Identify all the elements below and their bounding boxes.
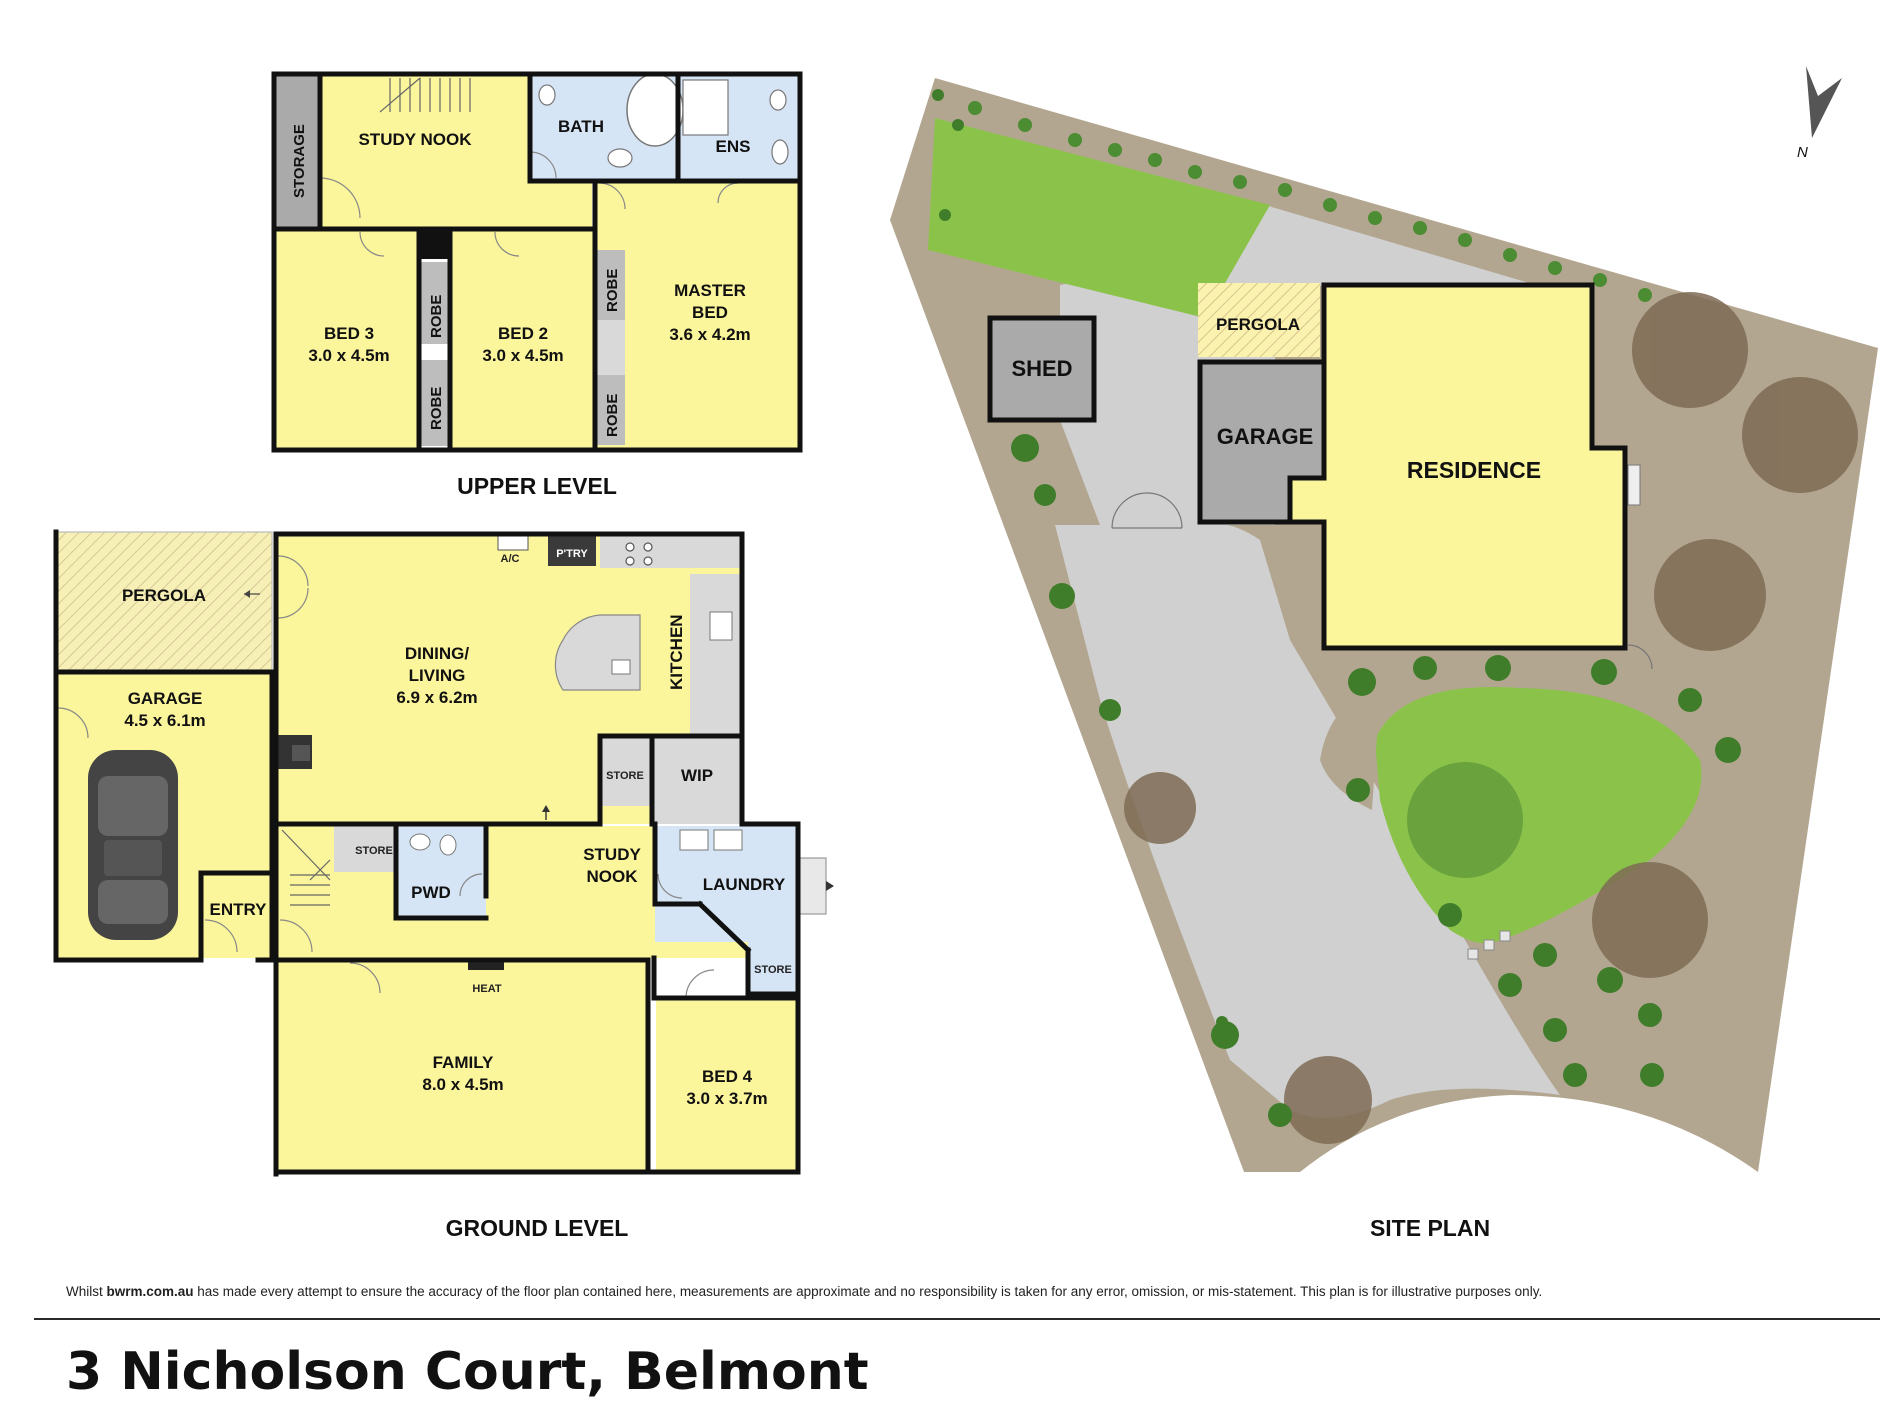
upper-master-room [597,181,798,448]
ground-pantry-label: P'TRY [556,548,588,560]
upper-master-label-2: BED [692,303,728,322]
north-label: N [1797,144,1808,161]
ground-study-label-2: NOOK [587,867,639,886]
ground-bed4-room [656,1000,798,1172]
ground-garage-size: 4.5 x 6.1m [124,711,205,730]
ground-ac-label: A/C [501,553,520,565]
ground-wip-label: WIP [681,766,713,785]
site-lawn-top [928,118,1270,318]
upper-robe-c-label: ROBE [604,269,621,312]
ground-dining-size: 6.9 x 6.2m [396,688,477,707]
site-garage-label: GARAGE [1217,424,1314,449]
ground-store-kitchen [602,738,650,806]
disclaimer-rest: has made every attempt to ensure the acc… [193,1284,1543,1299]
upper-storage-room [276,75,320,227]
upper-bed2-label: BED 2 [498,324,548,343]
property-address: 3 Nicholson Court, Belmont [66,1342,869,1402]
upper-level-heading: UPPER LEVEL [457,473,617,499]
disclaimer-site-link[interactable]: bwrm.com.au [106,1284,194,1299]
ground-pergola-label: PERGOLA [122,586,206,605]
car-icon [88,750,178,940]
ground-level-heading: GROUND LEVEL [446,1215,629,1241]
ground-store-laundry [748,942,798,994]
upper-master-label-1: MASTER [674,281,746,300]
site-plan: SHED PERGOLA GARAGE RESIDENCE N SITE PLA… [890,66,1878,1241]
site-shed [987,315,1097,423]
site-residence [1287,282,1628,651]
ground-wip-room [654,738,740,824]
ground-store-kitchen-label: STORE [606,770,644,782]
ground-family-size: 8.0 x 4.5m [422,1075,503,1094]
upper-ens-label: ENS [716,137,751,156]
ground-pergola [56,532,272,670]
upper-bed2-size: 3.0 x 4.5m [482,346,563,365]
upper-robe-c [597,250,625,320]
upper-robe-a-label: ROBE [428,295,445,338]
upper-study-nook-label: STUDY NOOK [358,130,472,149]
upper-storage-label: STORAGE [291,124,308,198]
site-pergola-label: PERGOLA [1216,315,1300,334]
upper-bed3-size: 3.0 x 4.5m [308,346,389,365]
upper-robe-d-label: ROBE [604,394,621,437]
ground-entry-room [203,873,275,958]
ground-dining-label-2: LIVING [409,666,466,685]
upper-bed3-label: BED 3 [324,324,374,343]
disclaimer-prefix: Whilst [66,1284,107,1299]
ground-store-stair [334,826,396,872]
shrub-icons [932,89,1741,1127]
ground-level-plan: PERGOLA GARAGE 4.5 x 6.1m ENTRY DINING/ … [53,529,834,1241]
site-lawn-main [1375,687,1702,944]
site-shed-label: SHED [1011,356,1072,381]
upper-robe-b [421,360,449,446]
ground-store-laundry-label: STORE [754,964,792,976]
ground-kitchen-label: KITCHEN [667,614,686,690]
ground-bed4-label: BED 4 [702,1067,753,1086]
upper-master-size: 3.6 x 4.2m [669,325,750,344]
ground-family-room [278,962,648,1172]
upper-robe-a [421,262,449,344]
disclaimer-text: Whilst bwrm.com.au has made every attemp… [66,1284,1666,1299]
ground-heat-label: HEAT [472,983,501,995]
tree-icons [1124,292,1858,1144]
upper-level-plan: STORAGE STUDY NOOK BATH ENS BED 3 3.0 x … [271,71,803,499]
upper-robe-b-label: ROBE [428,387,445,430]
ground-laundry-label: LAUNDRY [703,875,786,894]
site-driveway [1055,524,1560,1118]
ground-family-label: FAMILY [433,1053,494,1072]
site-pergola [1198,283,1320,357]
ground-store-stair-label: STORE [355,845,393,857]
ground-bed4-size: 3.0 x 3.7m [686,1089,767,1108]
ground-entry-label: ENTRY [210,900,268,919]
site-plan-heading: SITE PLAN [1370,1215,1490,1241]
upper-robe-d [597,375,625,445]
footer-divider [34,1318,1880,1320]
upper-bed2-room [450,230,595,448]
north-arrow-icon [1806,66,1842,138]
ground-study-label-1: STUDY [583,845,641,864]
site-residence-label: RESIDENCE [1407,457,1541,483]
ground-garage-label: GARAGE [128,689,203,708]
ground-dining-label-1: DINING/ [405,644,470,663]
ground-pwd-label: PWD [411,883,451,902]
upper-bath-label: BATH [558,117,604,136]
upper-bed3-room [276,230,419,448]
